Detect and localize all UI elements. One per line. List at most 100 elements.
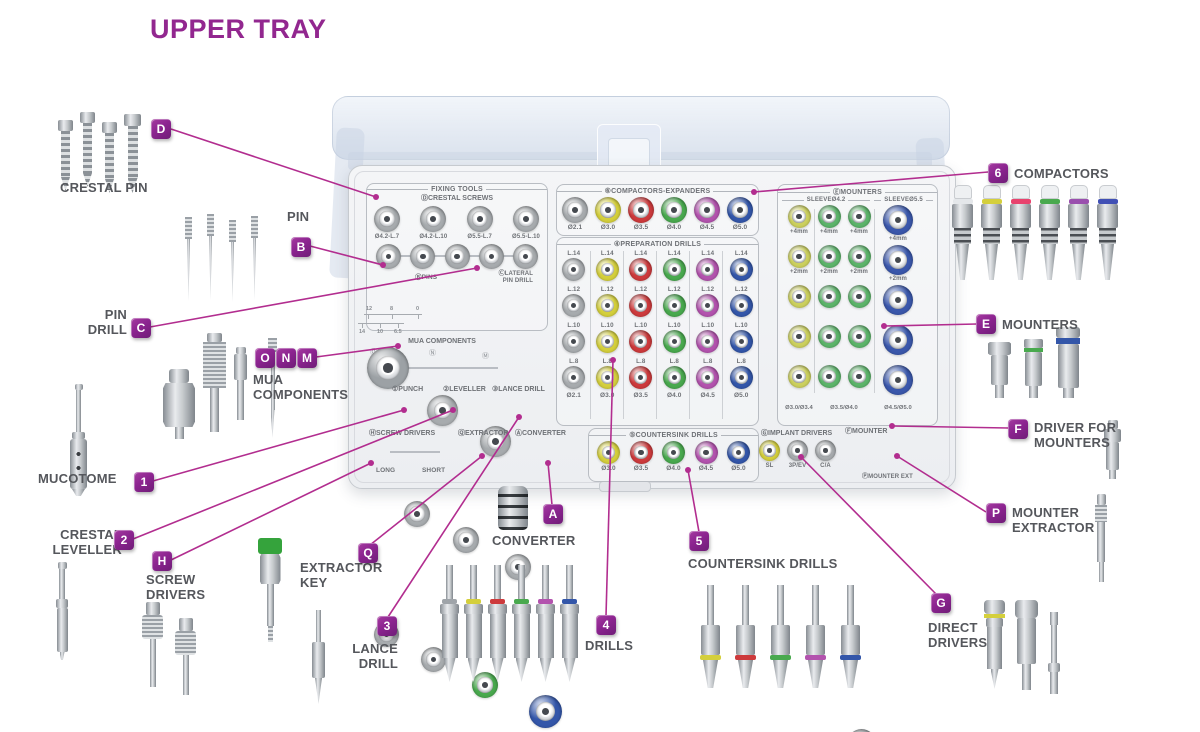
mounter-sleeve-cell: +2mm	[883, 245, 913, 284]
tool-part	[464, 604, 483, 614]
implant-drivers-header: ⒼIMPLANT DRIVERS	[761, 430, 833, 437]
compactor-ring	[1068, 199, 1089, 204]
tool-part	[954, 228, 971, 244]
drill-length-label: L.12	[701, 286, 715, 293]
countersink-drill-tools	[700, 585, 861, 688]
converter-hole	[529, 695, 562, 728]
label-crestal-pin: CRESTAL PIN	[60, 180, 148, 195]
mounter-sleeve-sub: +4mm	[790, 229, 808, 235]
tool-part	[1043, 244, 1056, 280]
drill-tool	[464, 565, 483, 682]
punch-label: ①PUNCH	[392, 386, 424, 393]
badge-q: Q	[358, 543, 378, 563]
countersink-hole	[629, 441, 653, 464]
mua-letter-n: Ⓝ	[429, 350, 436, 357]
mounters-separator	[874, 209, 875, 393]
compactor-expander-hole	[727, 197, 753, 223]
mounters-header: ⒺMOUNTERS	[778, 187, 937, 197]
label-mucotome: MUCOTOME	[38, 471, 117, 486]
tool-part	[441, 614, 458, 658]
mounter-sleeve-sub: +4mm	[820, 229, 838, 235]
direct-driver-tools	[984, 600, 1060, 694]
mounter-extractor-shape	[1095, 494, 1107, 582]
preparation-drill-cell: L.10	[691, 322, 725, 353]
countersink-size: Ø3.5	[633, 465, 649, 472]
tray-latch-notch	[599, 481, 651, 492]
preparation-drill-hole	[729, 258, 753, 281]
preparation-drill-cell: L.8	[691, 358, 725, 389]
mounter-sleeve-cell: +2mm	[817, 245, 841, 284]
mounter-sleeve-cell	[883, 285, 913, 324]
tool-part	[489, 614, 506, 658]
extractor-key-shape	[258, 538, 282, 642]
tool-part	[1072, 244, 1085, 280]
mounters-dia-label: Ø4.5/Ø5.0	[884, 405, 912, 411]
drill-tool	[536, 565, 555, 682]
crestal-screw-cell: Ø4.2-L.7	[374, 206, 400, 240]
crestal-pin-tool	[124, 114, 141, 193]
implant-driver-label: SL	[765, 463, 774, 469]
countersink-drill-tool	[700, 585, 721, 688]
countersink-cell: Ø3.5	[629, 441, 653, 472]
mounter-sleeve-cell	[787, 365, 811, 404]
label-countersink-drills: COUNTERSINK DRILLS	[688, 556, 838, 571]
pin-hole	[478, 244, 504, 269]
preparation-drill-cell: L.10	[591, 322, 625, 353]
drill-length-label: L.12	[600, 286, 614, 293]
crestal-screw-cell: Ø4.2-L.10	[419, 206, 447, 240]
preparation-drill-hole	[662, 330, 686, 353]
long-label: LONG	[376, 467, 396, 474]
preparation-drill-cell: L.10	[557, 322, 591, 353]
implant-driver-cell: 3P/EV	[787, 440, 808, 469]
mounter-sleeve-hole	[817, 325, 841, 348]
preparation-drill-cell: L.8	[557, 358, 591, 389]
compactor-expander-size: Ø5.0	[732, 224, 748, 231]
compactors-expanders-row: Ø2.1 Ø3.0 Ø3.5 Ø4.0	[557, 195, 758, 231]
section-mounters: ⒺMOUNTERS SLEEVEØ4.2 SLEEVEØ5.5 +4mm +4m…	[777, 184, 938, 426]
sleeve-42-header: SLEEVEØ4.2	[782, 197, 870, 203]
tool-part	[470, 565, 477, 599]
badge-4: 4	[596, 615, 616, 635]
preparation-drill-hole	[629, 330, 653, 353]
mounter-sleeve-sub: +4mm	[889, 236, 907, 242]
section-countersink-drills: ⑤COUNTERSINK DRILLS Ø3.0 Ø3.5 Ø4.0	[588, 428, 759, 482]
compactor-ring	[1097, 199, 1118, 204]
gauge-num: 10	[377, 329, 384, 335]
drill-dia-label: Ø2.1	[566, 392, 581, 399]
short-label: SHORT	[422, 467, 446, 474]
mua-tools	[163, 333, 247, 439]
label-drills: DRILLS	[585, 638, 634, 653]
compactor-expander-hole	[562, 197, 588, 223]
countersink-band	[735, 655, 756, 660]
countersink-size: Ø3.0	[601, 465, 616, 472]
leveller-label: ②LEVELLER	[443, 386, 486, 393]
crestal-screw-cell: Ø5.5-L.10	[512, 206, 540, 240]
crestal-screw-size: Ø5.5-L.7	[467, 234, 492, 240]
mounter-sleeve-cell	[847, 285, 871, 324]
mounter-sleeve-cell	[883, 325, 913, 364]
mounter-sleeve-cell	[847, 365, 871, 404]
drill-length-label: L.8	[736, 358, 746, 365]
label-compactors: COMPACTORS	[1014, 166, 1109, 181]
lance-drill-label: ③LANCE DRILL	[492, 386, 545, 393]
crestal-screw-size: Ø4.2-L.10	[419, 234, 448, 240]
tool-part	[771, 625, 790, 655]
preparation-drill-hole	[696, 330, 720, 353]
crestal-screws-row: Ø4.2-L.7 Ø4.2-L.10 Ø5.5-L.7 Ø5.5-L.10	[367, 203, 547, 240]
drill-length-label: L.14	[734, 250, 748, 257]
tool-part	[981, 204, 1002, 228]
tool-part	[443, 658, 456, 682]
mua-letter-m: Ⓜ	[482, 353, 489, 360]
pin-tools	[185, 214, 258, 302]
countersink-drill-tool	[805, 585, 826, 688]
gauge-num: 12	[366, 306, 373, 312]
crestal-leveller-tool	[56, 562, 68, 660]
pin-hole	[513, 244, 538, 269]
screw-drivers-connect	[390, 451, 440, 453]
crestal-screw-hole	[420, 206, 447, 232]
gauge-num: 0	[416, 306, 420, 312]
mounter-sleeve-hole	[883, 365, 913, 395]
mounter-sleeve-hole	[817, 205, 841, 228]
mucotome-tool	[70, 384, 87, 496]
